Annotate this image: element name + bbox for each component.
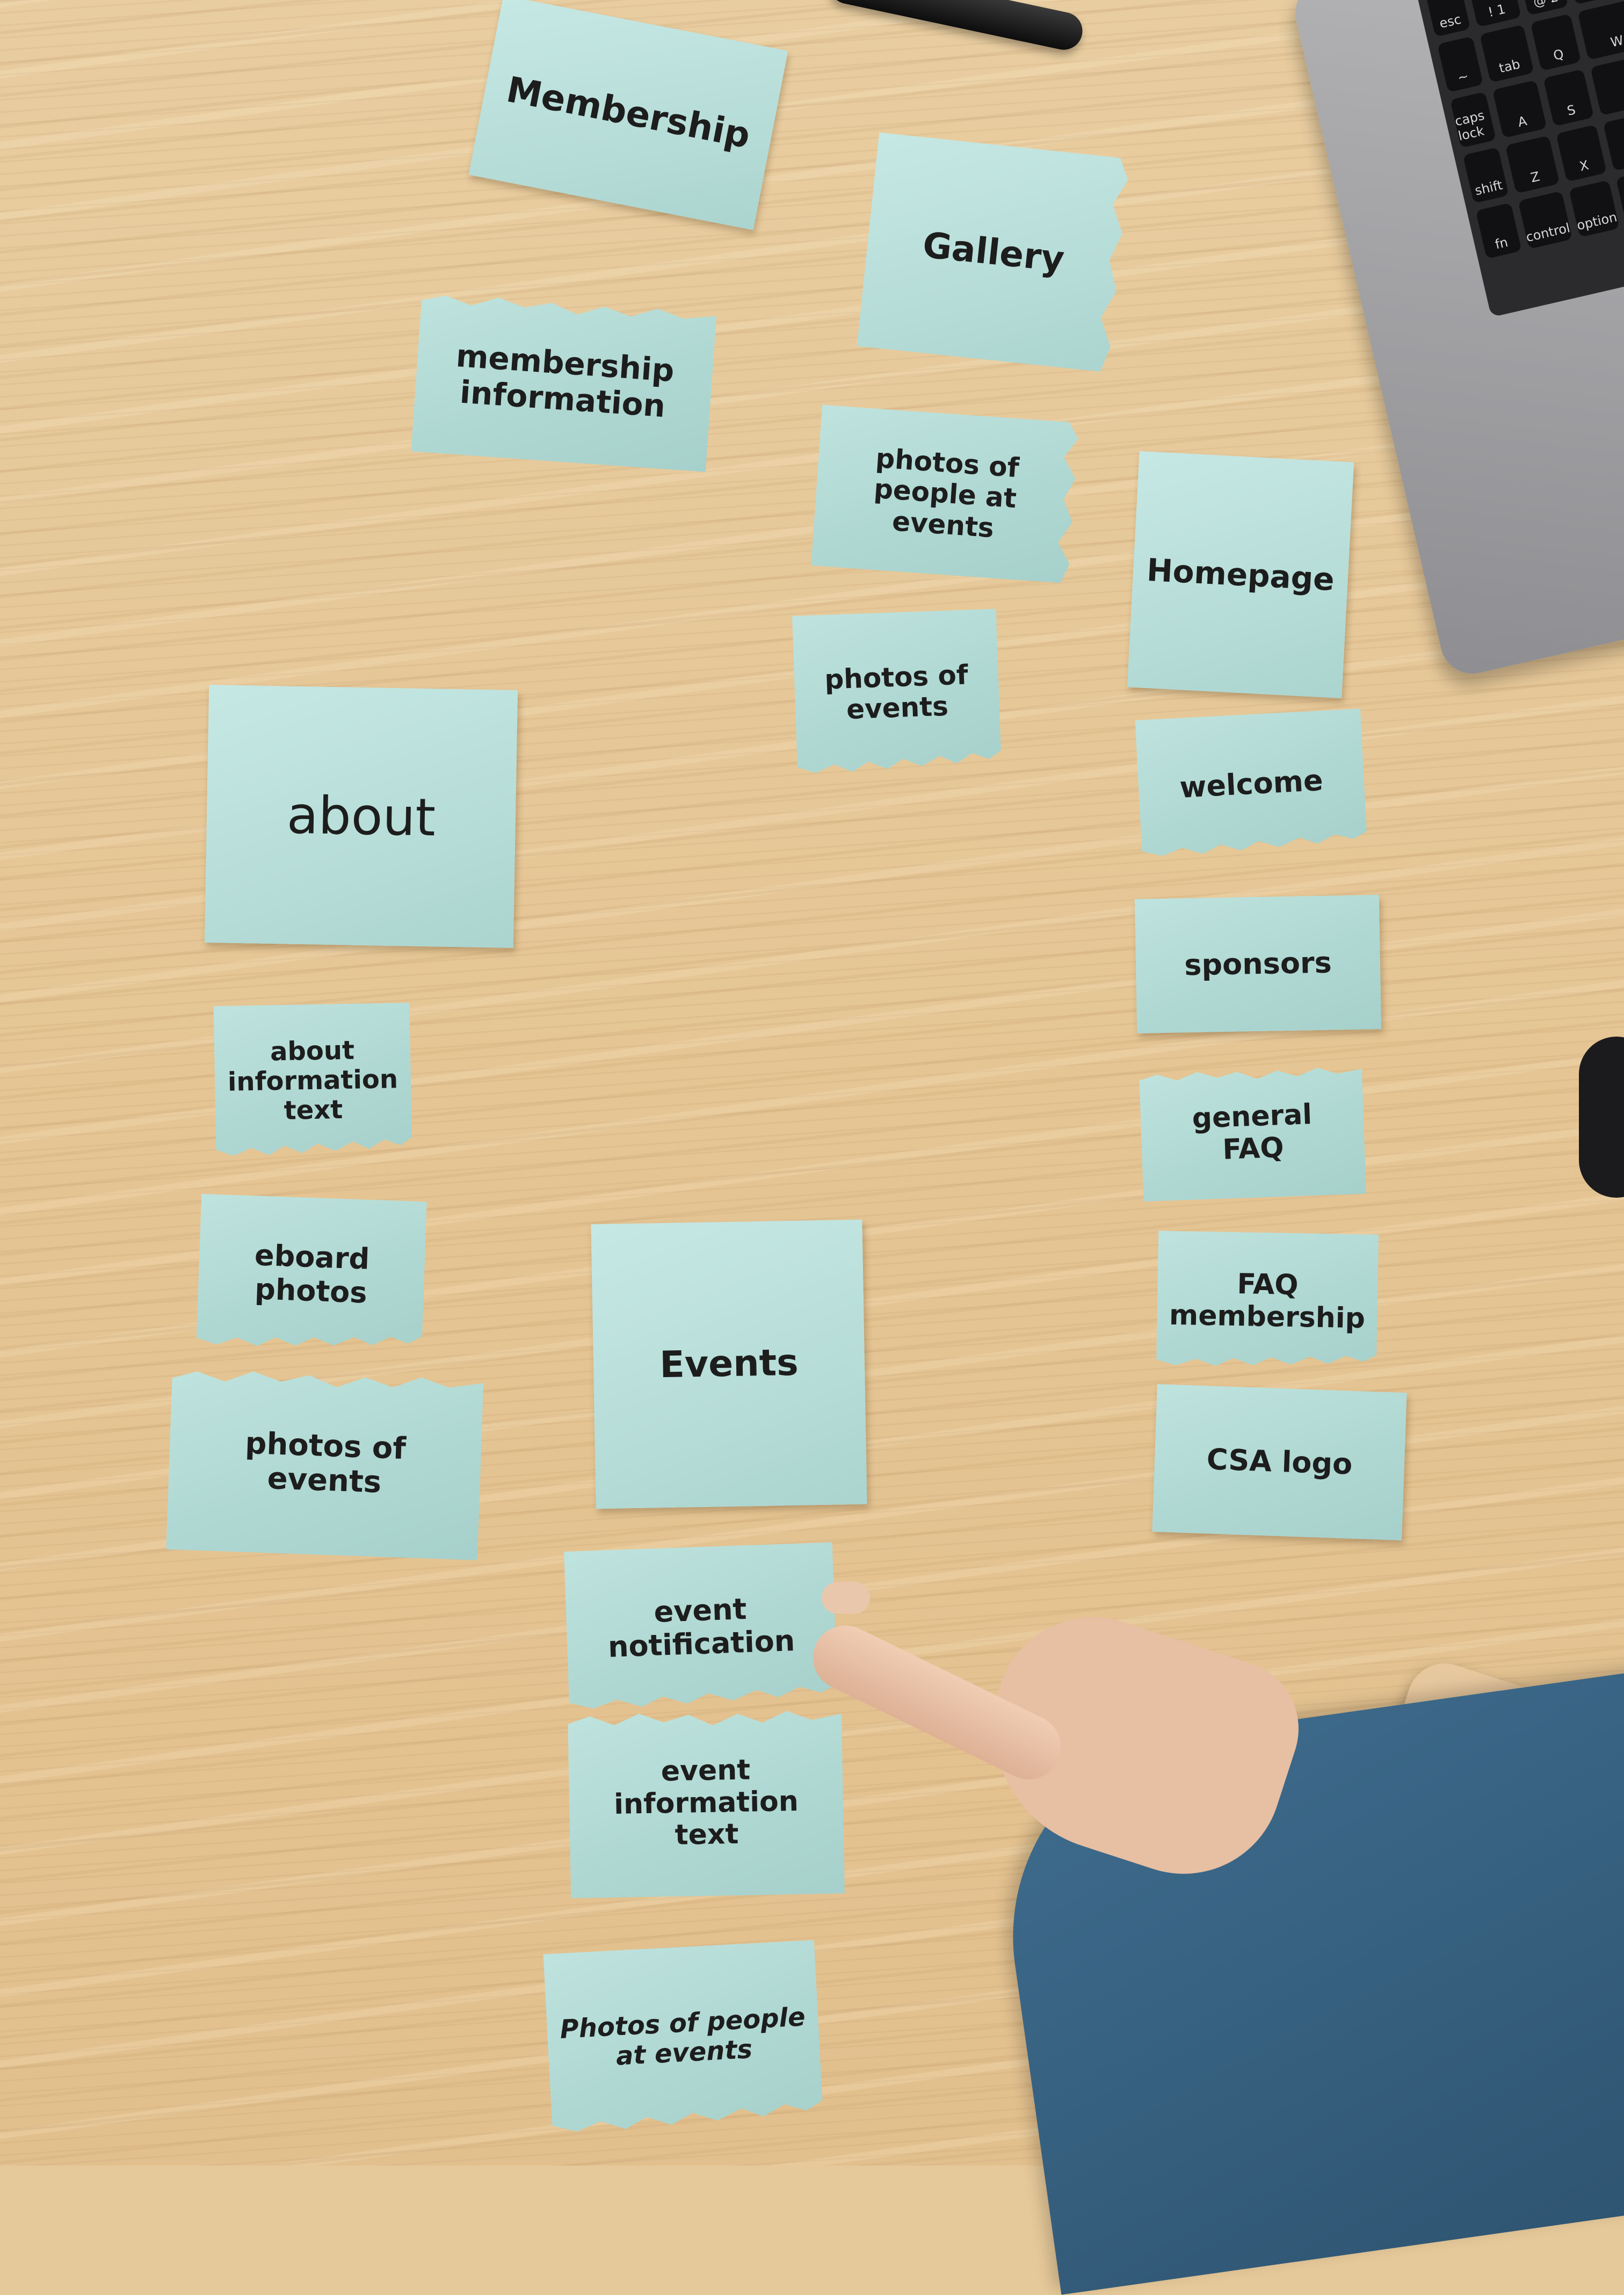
key: Z [1505, 135, 1560, 194]
note-faq-membership: FAQ membership [1156, 1230, 1379, 1371]
key: esc [1424, 0, 1470, 37]
note-gallery: Gallery [857, 133, 1130, 373]
fingertip [822, 1582, 870, 1614]
key: fn [1475, 202, 1522, 259]
key: option [1568, 180, 1620, 238]
key: ! 1 [1466, 0, 1521, 27]
key: X [1556, 125, 1607, 182]
key: S [1543, 69, 1594, 127]
laptop-keyboard: esc ! 1 @ 2 # 3 $ 4 ~ tab Q W E caps loc… [1414, 0, 1624, 317]
key: caps lock [1449, 91, 1496, 148]
key: tab [1479, 24, 1534, 83]
note-general-faq: general FAQ [1139, 1065, 1366, 1201]
note-sponsors: sponsors [1134, 895, 1382, 1033]
note-photos-of-people-at-events: photos of people at events [811, 405, 1079, 584]
key: shift [1462, 147, 1509, 204]
key: A [1492, 79, 1547, 139]
key: control [1518, 191, 1572, 249]
key: W [1577, 0, 1624, 60]
key: Q [1530, 13, 1581, 71]
note-photos-of-events-gallery: photos of events [792, 609, 1002, 777]
key: C [1603, 108, 1624, 171]
key: @ 2 [1517, 0, 1569, 16]
note-event-information-text: event information text [568, 1708, 845, 1899]
note-about: about [204, 685, 518, 948]
key: ~ [1437, 36, 1483, 93]
note-events: Events [591, 1219, 867, 1509]
dark-object [1579, 1037, 1624, 1198]
note-eboard-photos: eboard photos [196, 1194, 427, 1355]
note-homepage: Homepage [1127, 451, 1354, 699]
note-photos-of-events-about: photos of events [166, 1367, 484, 1560]
note-about-information-text: about information text [214, 1003, 412, 1159]
note-csa-logo: CSA logo [1152, 1384, 1407, 1541]
note-event-notification: event notification [564, 1542, 838, 1712]
key: D [1590, 53, 1624, 116]
note-membership-information: membership information [411, 291, 717, 472]
